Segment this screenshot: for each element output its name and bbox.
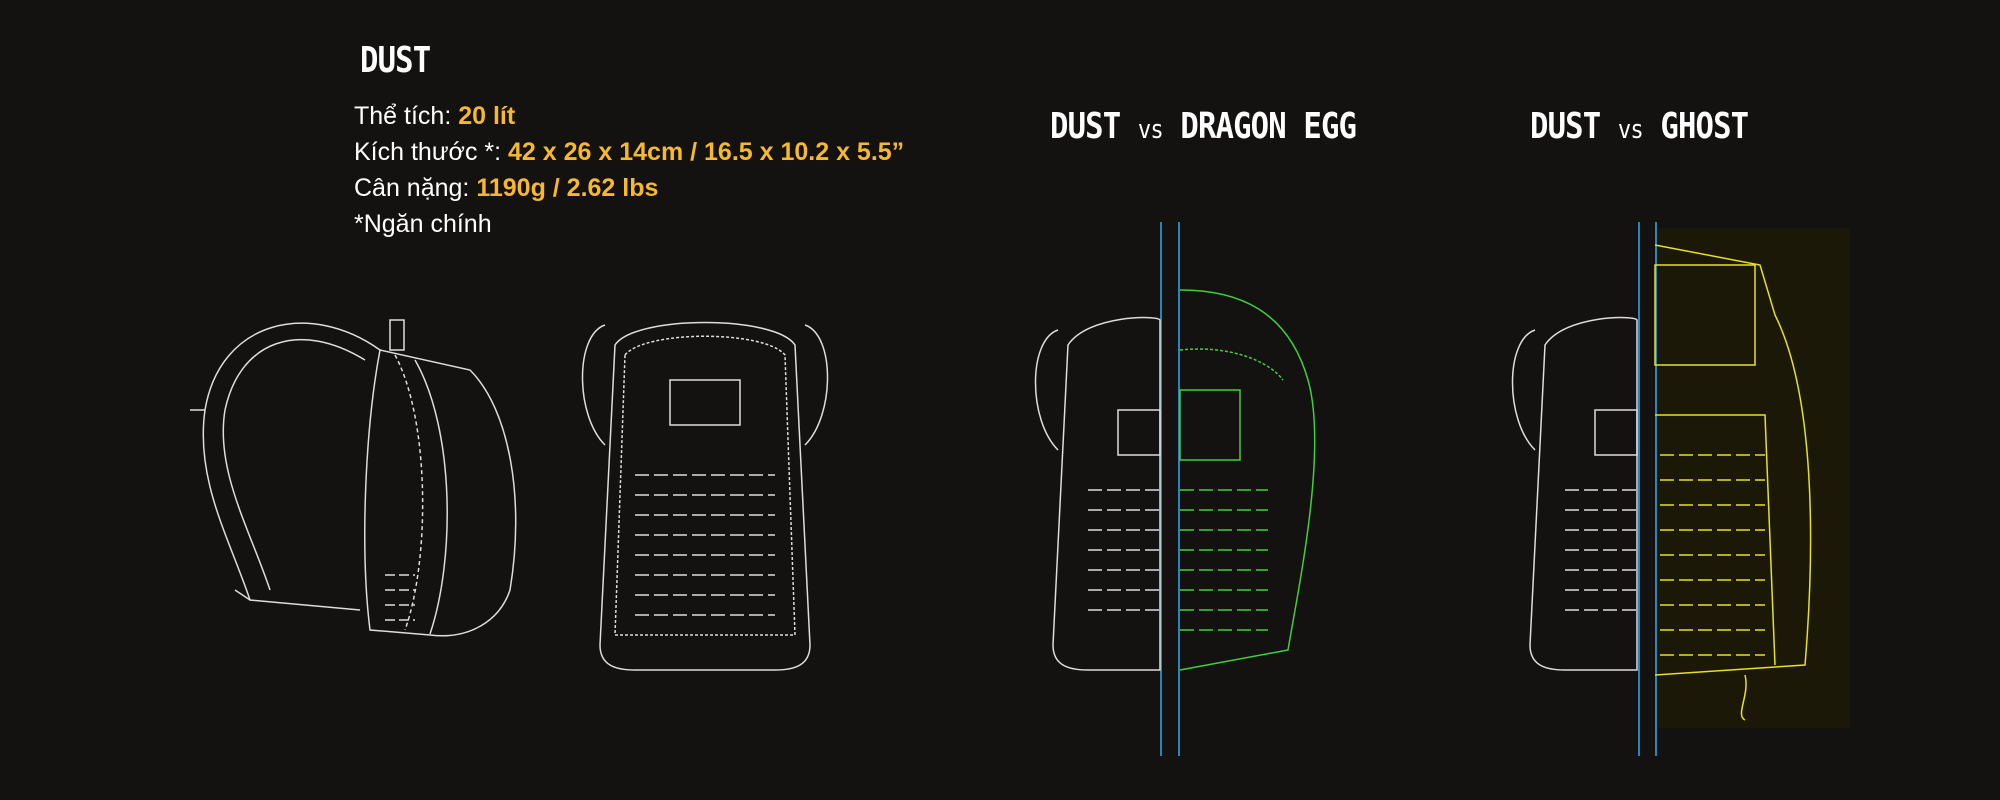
ghost-overlay-background bbox=[1656, 228, 1850, 728]
backpack-front-view-illustration bbox=[581, 321, 829, 671]
spec-list: Thể tích: 20 lít Kích thước *: 42 x 26 x… bbox=[354, 98, 904, 242]
title-vs: vs bbox=[1617, 115, 1644, 145]
spec-value: 1190g / 2.62 lbs bbox=[476, 174, 659, 202]
dust-vs-ghost-illustration bbox=[1511, 244, 1812, 721]
product-title: DUST bbox=[360, 40, 431, 81]
spec-dimensions: Kích thước *: 42 x 26 x 14cm / 16.5 x 10… bbox=[354, 134, 904, 170]
spec-label: Kích thước *: bbox=[354, 138, 509, 166]
spec-value: 42 x 26 x 14cm / 16.5 x 10.2 x 5.5” bbox=[508, 138, 905, 166]
spec-footnote: *Ngăn chính bbox=[354, 210, 492, 238]
spec-volume: Thể tích: 20 lít bbox=[354, 98, 904, 134]
divider-line bbox=[1638, 222, 1640, 756]
title-a: DUST bbox=[1530, 106, 1601, 147]
spec-label: Cân nặng: bbox=[354, 174, 477, 202]
comparison-title-dragon-egg: DUST vs DRAGON EGG bbox=[1050, 106, 1357, 147]
comparison-title-ghost: DUST vs GHOST bbox=[1530, 106, 1749, 147]
dust-vs-dragon-egg-illustration bbox=[1034, 289, 1316, 671]
spec-label: Thể tích: bbox=[354, 102, 459, 130]
title-b: GHOST bbox=[1660, 106, 1749, 147]
title-a: DUST bbox=[1050, 106, 1121, 147]
divider-line bbox=[1655, 222, 1657, 756]
spec-value: 20 lít bbox=[458, 102, 516, 130]
spec-weight: Cân nặng: 1190g / 2.62 lbs bbox=[354, 170, 904, 206]
backpack-side-view-illustration bbox=[190, 319, 517, 637]
divider-line bbox=[1160, 222, 1162, 756]
title-vs: vs bbox=[1137, 115, 1164, 145]
divider-line bbox=[1178, 222, 1180, 756]
title-b: DRAGON EGG bbox=[1180, 106, 1357, 147]
